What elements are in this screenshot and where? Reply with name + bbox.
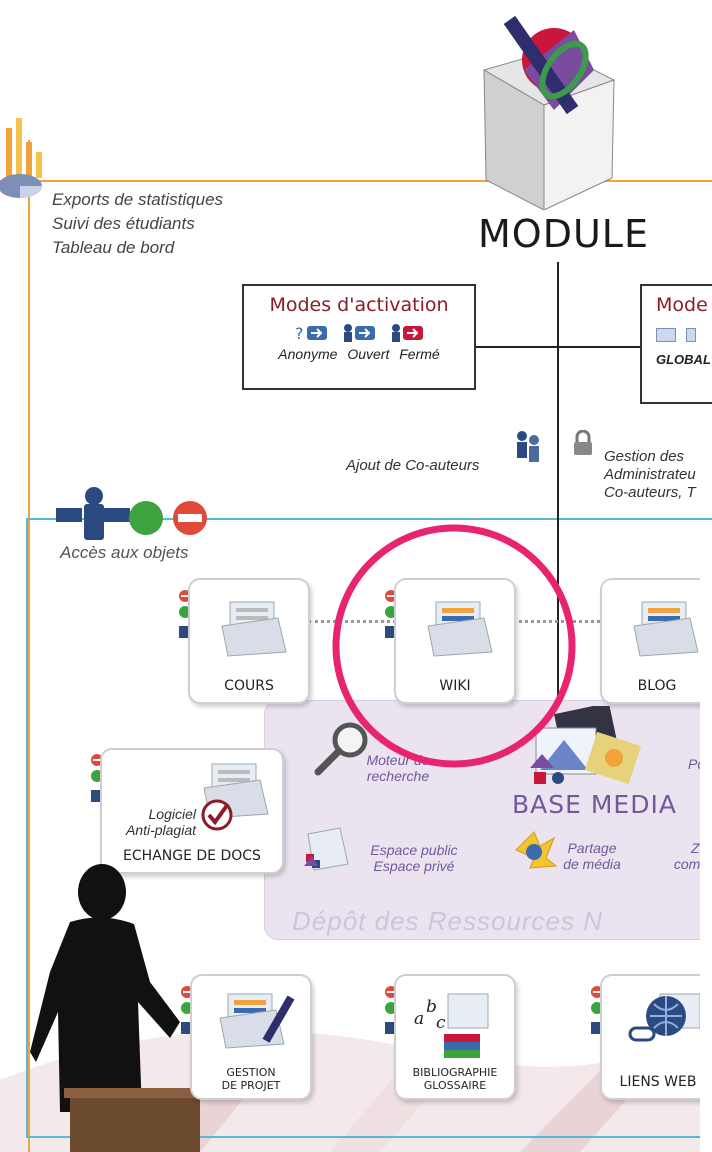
cours-label: COURS [224,678,274,694]
media-text-line: Espace privé [373,858,455,874]
card-label-line: GESTION [226,1066,276,1079]
global-mode-icon [656,328,676,342]
folder-pen-icon [218,990,298,1059]
object-card-echange-docs[interactable]: Logiciel Anti-plagiat ECHANGE DE DOCS [100,748,284,874]
resource-repository-label: Dépôt des Ressources N [292,906,604,936]
search-engine-label: Moteur de recherche [358,752,438,784]
card-label-line: DE PROJET [221,1079,281,1092]
media-text-line: recherche [366,768,430,784]
card-label-line: GLOSSAIRE [423,1079,487,1092]
anonymous-mode-icon: ? [293,322,329,344]
media-share-icon [510,828,560,872]
cropped-panel-edge [700,530,712,1152]
highlight-circle [328,520,580,772]
stats-line: Suivi des étudiants [52,214,195,233]
media-text-line: Partage [567,840,617,856]
lock-icon [572,429,594,456]
module-connector [557,262,559,698]
traffic-light-icon [178,684,198,744]
stats-chart-icon [0,118,50,208]
svg-text:c: c [436,1013,446,1033]
orange-frame-top [0,180,712,182]
presenter-silhouette [30,862,206,1152]
object-card-cours[interactable]: COURS [188,578,310,704]
gestion-projet-label: GESTION DE PROJET [192,1066,310,1092]
mode-icon [686,328,696,342]
access-label: Accès aux objets [60,543,189,562]
mode-label-ferme: Fermé [399,346,440,362]
object-card-wiki[interactable]: WIKI [394,578,516,704]
mode-labels: Anonyme Ouvert Fermé [244,346,474,362]
svg-text:?: ? [295,324,304,343]
anti-plagiarism-label: Logiciel Anti-plagiat [110,806,196,838]
base-media-title: BASE MEDIA [512,790,677,819]
activation-modes-title: Modes d'activation [269,294,449,316]
activation-modes-box: Modes d'activation ? Anonyme Ouvert Ferm… [242,284,476,390]
module-box-icon [464,0,624,211]
module-title: MODULE [478,212,649,256]
media-share-label: Partage de média [552,840,632,872]
access-icons [56,484,216,544]
public-private-space-icon [300,824,354,874]
wiki-label: WIKI [439,678,471,694]
folder-icon [632,598,702,663]
open-mode-icon [341,322,377,344]
echange-docs-label: ECHANGE DE DOCS [123,848,261,864]
modes-right-icons [656,328,712,342]
rights-text: Gestion des Administrateu Co-auteurs, T [604,448,696,502]
globe-link-icon [616,990,706,1059]
object-card-blog[interactable]: BLOG [600,578,712,704]
object-card-liens-web[interactable]: LIENS WEB [600,974,712,1100]
access-frame [26,518,712,1138]
card-label-line: BIBLIOGRAPHIE [412,1066,498,1079]
media-images-icon [528,702,648,792]
rights-line: Gestion des [604,448,685,465]
rights-line: Administrateu [604,466,696,483]
media-text-line: de média [563,856,621,872]
mode-label-ouvert: Ouvert [347,346,390,362]
anti-plagiarism-icon [200,798,236,839]
folder-icon [426,598,496,663]
folder-icon [220,598,290,663]
coauthors-label: Ajout de Co-auteurs [346,457,480,474]
blog-label: BLOG [637,678,677,694]
mode-label-anonyme: Anonyme [278,346,338,362]
orange-frame-left [28,140,30,1152]
bibliographie-label: BIBLIOGRAPHIE GLOSSAIRE [396,1066,514,1092]
public-private-space-label: Espace public Espace privé [356,842,472,874]
modes-right-title: Mode [656,294,708,316]
anti-plagiarism-line: Anti-plagiat [125,822,196,838]
modes-connector [474,346,644,348]
svg-text:b: b [426,997,437,1017]
media-text-line: Espace public [370,842,458,858]
closed-mode-icon [389,322,425,344]
rights-line: Co-auteurs, T [604,484,696,501]
stats-text: Exports de statistiques Suivi des étudia… [52,188,223,260]
liens-web-label: LIENS WEB [619,1074,697,1090]
global-mode-label: GLOBAL [656,352,711,367]
coauthors-icon [512,428,548,464]
object-card-gestion-projet[interactable]: GESTION DE PROJET [190,974,312,1100]
mode-icons: ? [244,322,474,344]
modes-box-right: Mode GLOBAL [640,284,712,404]
svg-text:a: a [414,1009,424,1029]
anti-plagiarism-line: Logiciel [148,806,196,822]
stats-line: Exports de statistiques [52,190,224,209]
stats-line: Tableau de bord [52,238,175,257]
search-icon [312,718,372,778]
